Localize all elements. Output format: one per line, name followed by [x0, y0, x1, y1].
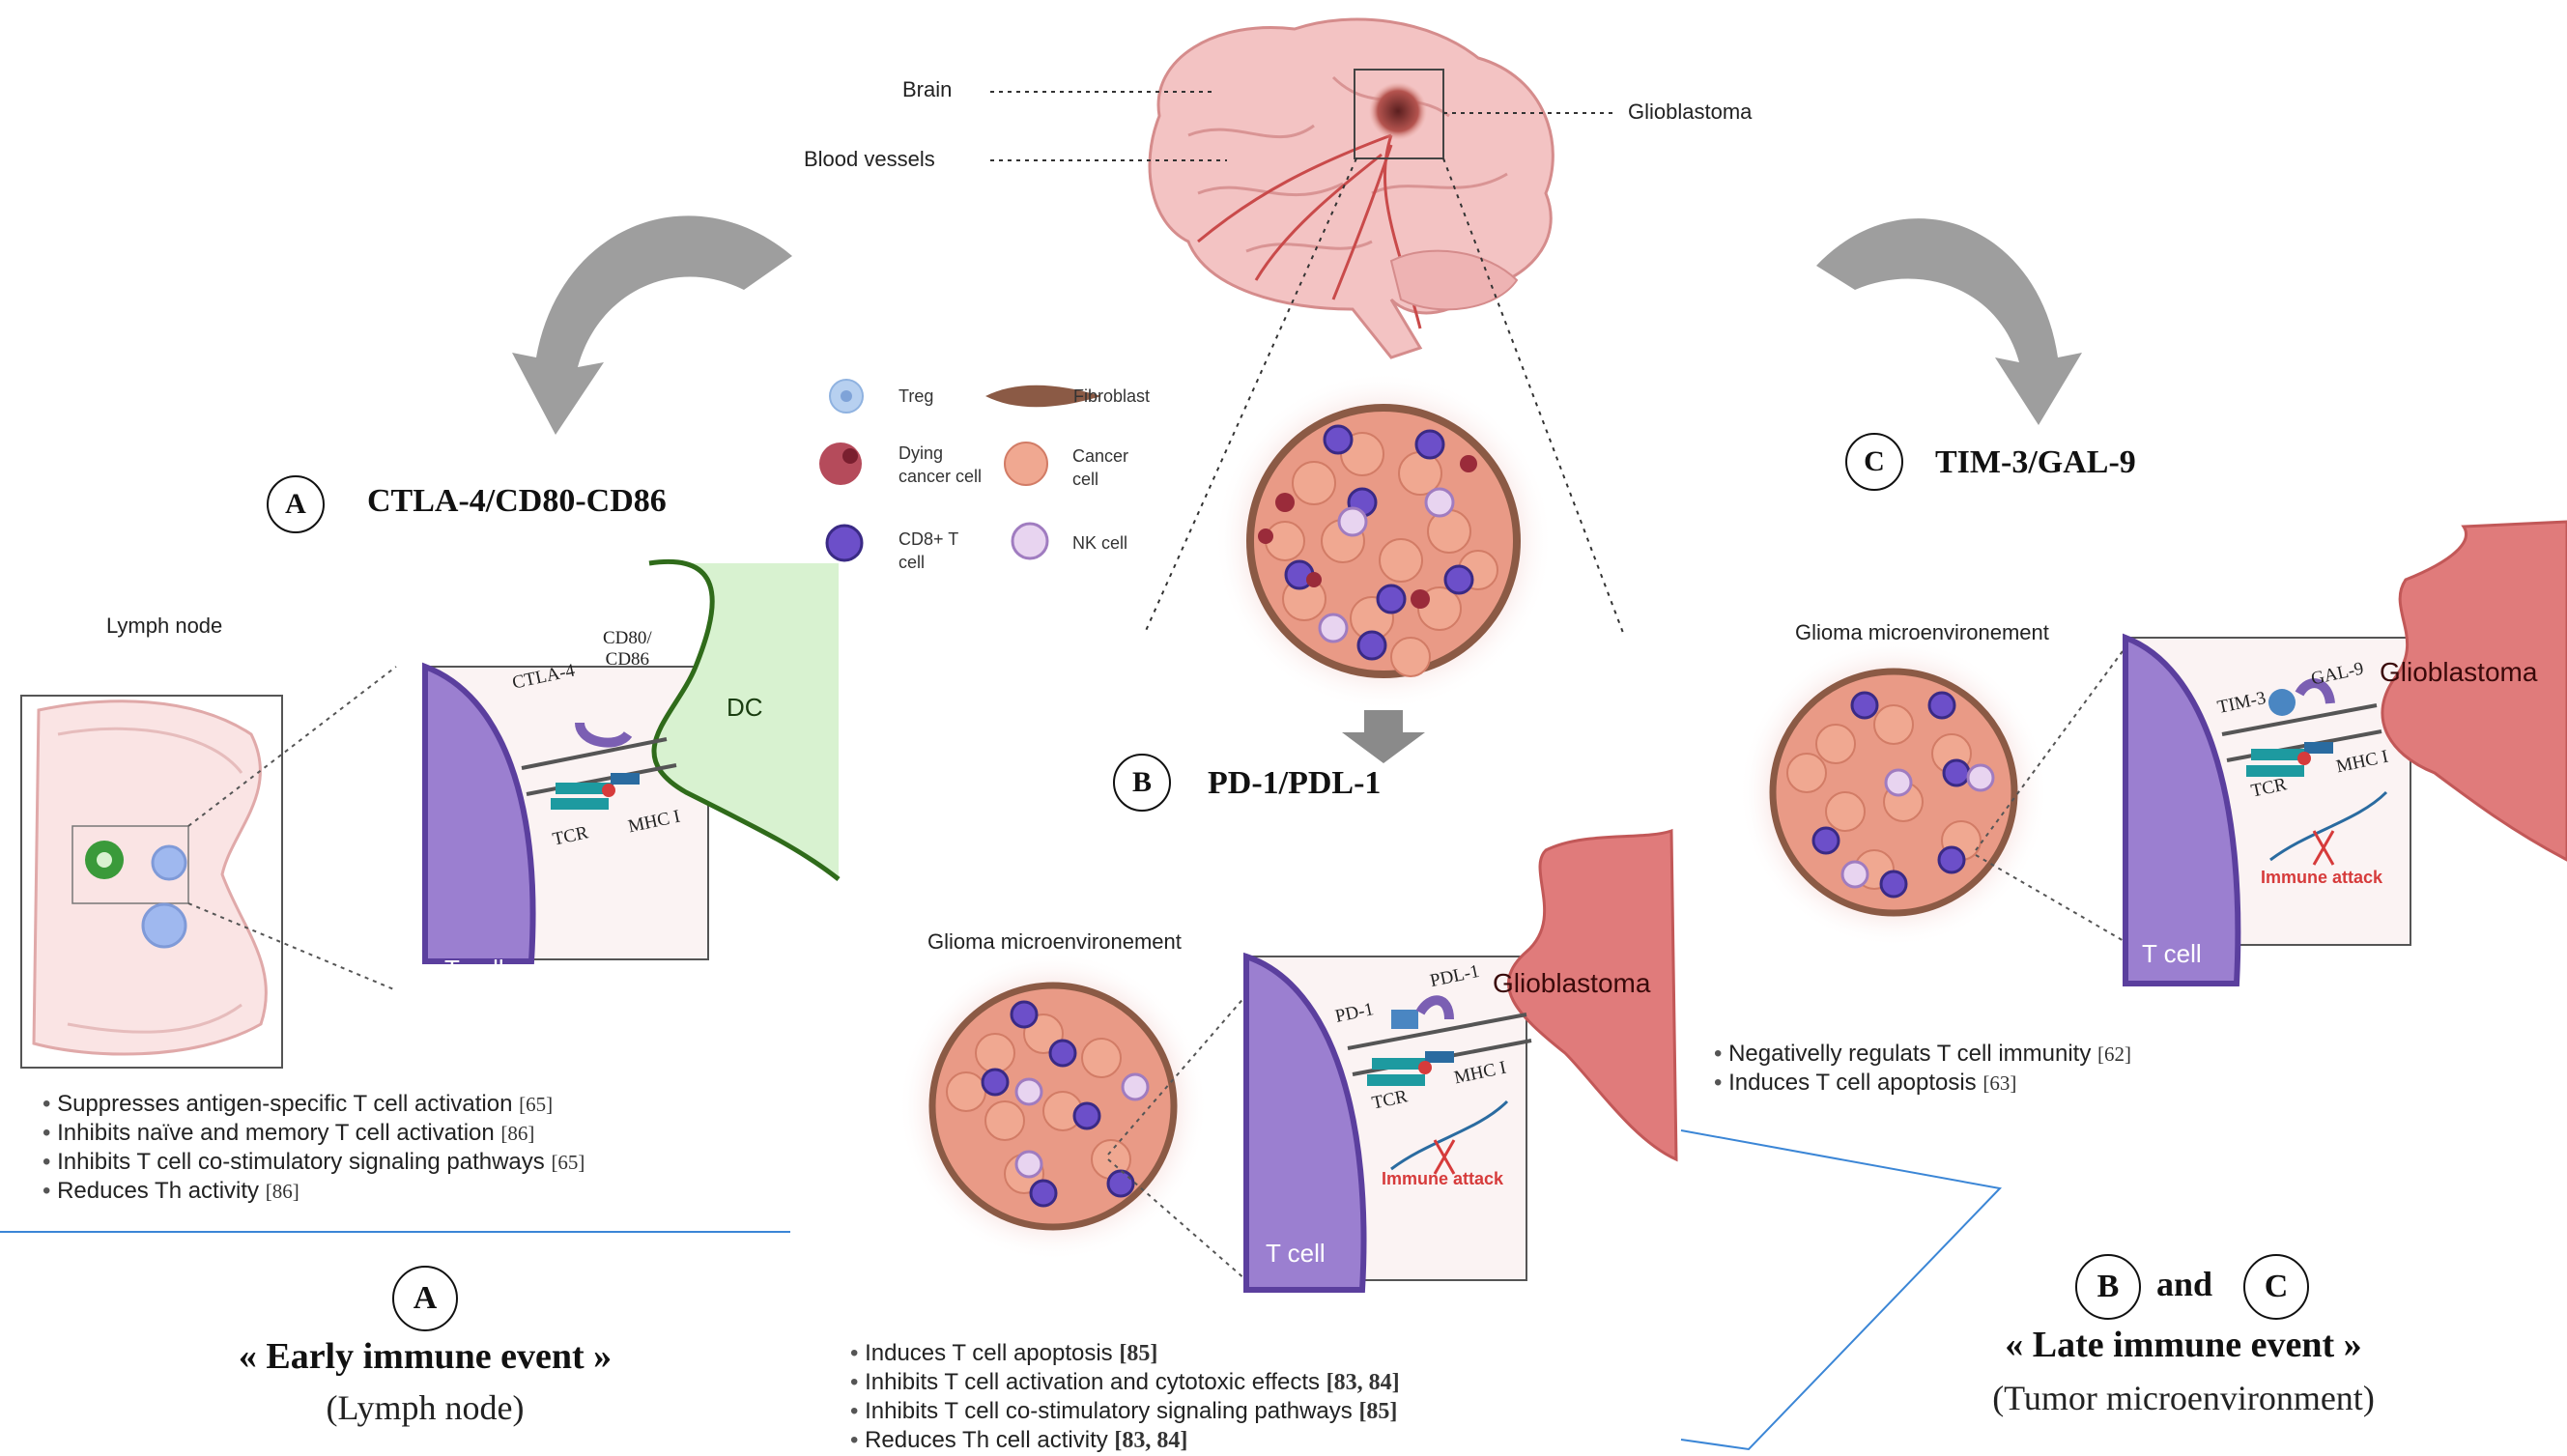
glioblastoma-label: Glioblastoma — [1628, 100, 1753, 124]
tcell-label-c: T cell — [2142, 939, 2202, 968]
legend-treg: Treg — [898, 386, 934, 406]
curved-arrow-left — [512, 215, 792, 435]
bullet-c-1: Negativelly regulats T cell immunity [62… — [1714, 1040, 2131, 1069]
bullet-a-3: Inhibits T cell co-stimulatory signaling… — [43, 1148, 585, 1177]
late-event-sub: (Tumor microenvironment) — [1992, 1379, 2375, 1417]
early-event-sub: (Lymph node) — [326, 1388, 525, 1427]
curved-arrow-right — [1816, 218, 2082, 425]
panel-c-badge: C — [1845, 433, 1903, 491]
panel-b-micro-label: Glioma microenvironement — [927, 929, 1182, 954]
bullet-b-4: Reduces Th cell activity [83, 84] — [850, 1426, 1400, 1455]
bullet-b-1: Induces T cell apoptosis [85] — [850, 1339, 1400, 1368]
bullet-a-1: Suppresses antigen-specific T cell activ… — [43, 1090, 585, 1119]
panel-c-bullets: Negativelly regulats T cell immunity [62… — [1714, 1040, 2131, 1098]
blood-vessels-label: Blood vessels — [804, 147, 935, 171]
late-event-badge-c: C — [2243, 1254, 2309, 1320]
tumor-cluster-center — [1214, 372, 1553, 710]
panel-c-micro-label: Glioma microenvironement — [1795, 620, 2049, 644]
panel-c-title: TIM-3/GAL-9 — [1935, 444, 2136, 480]
late-event-and: and — [2156, 1265, 2213, 1303]
early-event-badge: A — [392, 1266, 458, 1331]
lymph-node-illustration — [20, 695, 283, 1069]
panel-a-title: CTLA-4/CD80-CD86 — [367, 483, 667, 519]
tcell-label-a: T cell — [444, 955, 504, 984]
lymph-node-label: Lymph node — [106, 614, 223, 638]
late-event-badge-b: B — [2075, 1254, 2141, 1320]
glioblastoma-label-c: Glioblastoma — [2380, 657, 2538, 687]
bullet-b-2: Inhibits T cell activation and cytotoxic… — [850, 1368, 1400, 1397]
early-event-title: « Early immune event » — [238, 1336, 613, 1377]
tumor-cluster-c — [1739, 638, 2048, 947]
legend-icons — [819, 379, 1101, 562]
bullet-a-4: Reduces Th activity [86] — [43, 1177, 585, 1206]
bullet-b-3: Inhibits T cell co-stimulatory signaling… — [850, 1397, 1400, 1426]
bullet-c-2: Induces T cell apoptosis [63] — [1714, 1069, 2131, 1098]
panel-a-bullets: Suppresses antigen-specific T cell activ… — [43, 1090, 585, 1206]
tcell-label-b: T cell — [1266, 1239, 1326, 1268]
panel-a-badge: A — [267, 475, 325, 533]
down-arrow — [1342, 710, 1425, 763]
brain-illustration — [1148, 17, 1554, 359]
dc-label: DC — [727, 693, 763, 722]
glioblastoma-label-b: Glioblastoma — [1493, 968, 1651, 998]
panel-b-badge: B — [1113, 754, 1171, 812]
immune-attack-label-b: Immune attack — [1382, 1169, 1504, 1188]
immune-attack-label-c: Immune attack — [2261, 868, 2383, 887]
cd80-label: CD80/CD86 — [603, 628, 652, 670]
legend-fibroblast: Fibroblast — [1073, 386, 1151, 406]
tumor-cluster-b — [898, 952, 1208, 1261]
panel-b-title: PD-1/PDL-1 — [1208, 765, 1382, 801]
legend-nk: NK cell — [1072, 533, 1128, 553]
pd1-receptor-complex — [1347, 995, 1532, 1175]
panel-b-bullets: Induces T cell apoptosis [85] Inhibits T… — [850, 1339, 1400, 1455]
tim3-receptor-complex — [2221, 678, 2388, 866]
brain-label: Brain — [902, 77, 953, 101]
ctla4-receptor-complex — [521, 722, 677, 810]
late-event-title: « Late immune event » — [2005, 1325, 2362, 1365]
bullet-a-2: Inhibits naïve and memory T cell activat… — [43, 1119, 585, 1148]
